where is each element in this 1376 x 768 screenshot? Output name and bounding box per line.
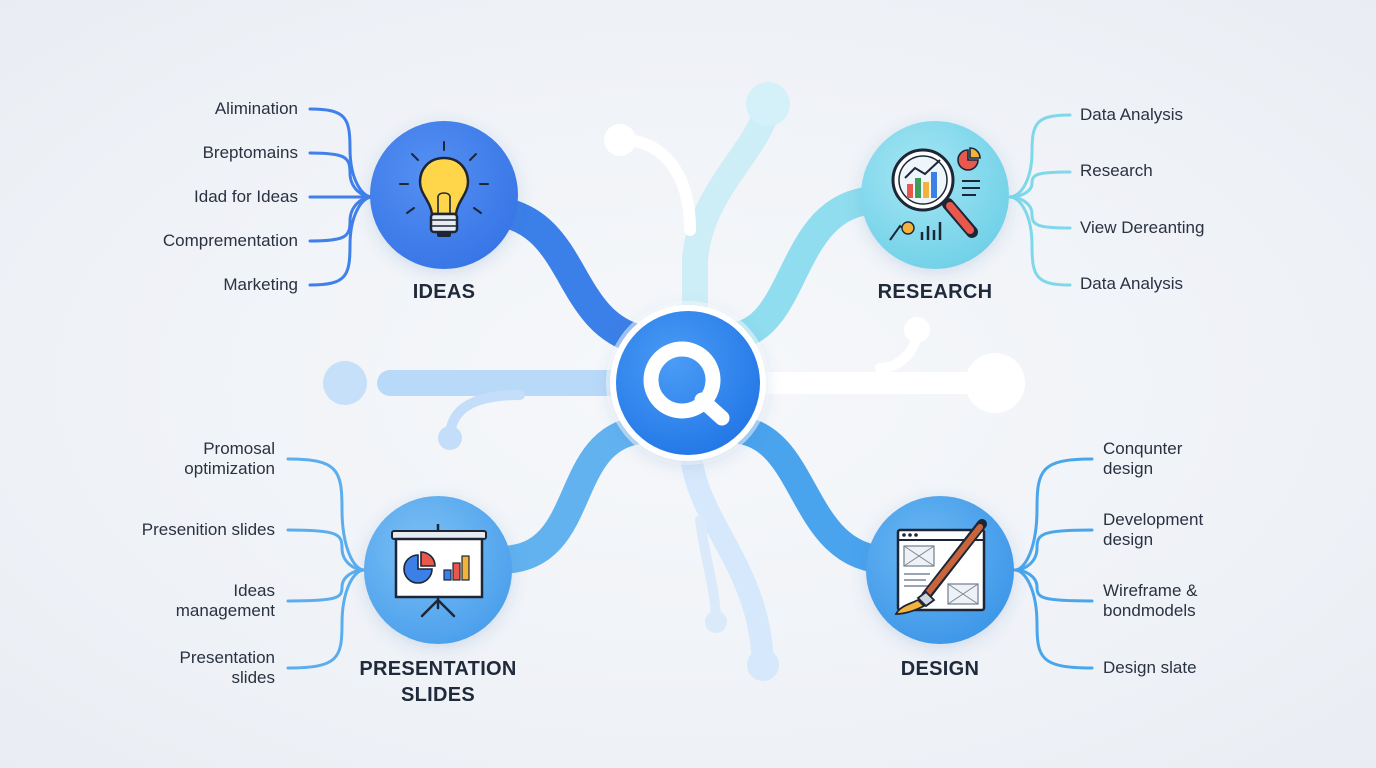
leaf-connector xyxy=(286,568,366,670)
ideas-item: Alimination xyxy=(214,99,298,118)
design-item: Design slate xyxy=(1103,658,1197,677)
ideas-item: Breptomains xyxy=(202,143,298,162)
leaf-connector xyxy=(308,195,374,287)
leaf-connector xyxy=(1013,457,1094,572)
presentation-node[interactable] xyxy=(364,496,512,644)
lightbulb-icon xyxy=(399,141,489,237)
research-item: Research xyxy=(1080,161,1153,180)
ideas-item: Idad for Ideas xyxy=(194,187,298,206)
design-title: DESIGN xyxy=(900,658,980,680)
leaf-connectors xyxy=(286,107,1094,670)
ideas-item: Comprementation xyxy=(162,231,298,250)
research-item: Data Analysis xyxy=(1080,274,1183,293)
research-item: View Dereanting xyxy=(1080,218,1205,237)
leaf-connector xyxy=(1013,568,1094,670)
leaf-connector xyxy=(286,568,366,603)
paintbrush-wireframe-icon xyxy=(894,519,987,615)
leaf-connector xyxy=(1008,113,1072,199)
research-title: RESEARCH xyxy=(877,281,993,303)
research-item: Data Analysis xyxy=(1080,105,1183,124)
leaf-connector xyxy=(308,151,374,199)
research-node[interactable] xyxy=(861,121,1009,269)
ideas-node[interactable] xyxy=(370,121,518,269)
leaf-connector xyxy=(308,107,374,199)
search-icon xyxy=(643,341,730,426)
magnifier-chart-icon xyxy=(889,147,981,241)
presentation-item: Presenition slides xyxy=(141,520,275,539)
ideas-title: IDEAS xyxy=(412,281,476,303)
leaf-connector xyxy=(1013,528,1094,572)
leaf-connector xyxy=(1008,170,1072,199)
ideas-item: Marketing xyxy=(223,275,298,294)
design-item: Wireframe &bondmodels xyxy=(1103,581,1198,620)
center-node[interactable] xyxy=(606,301,770,465)
leaf-connector xyxy=(1013,568,1094,603)
leaf-connector xyxy=(1008,195,1072,230)
leaf-connector xyxy=(1008,195,1072,287)
decorative-branches xyxy=(323,82,1025,681)
presentation-board-icon xyxy=(391,524,487,618)
design-node[interactable] xyxy=(866,496,1014,644)
leaf-connector xyxy=(286,457,366,572)
leaf-connector xyxy=(286,528,366,572)
